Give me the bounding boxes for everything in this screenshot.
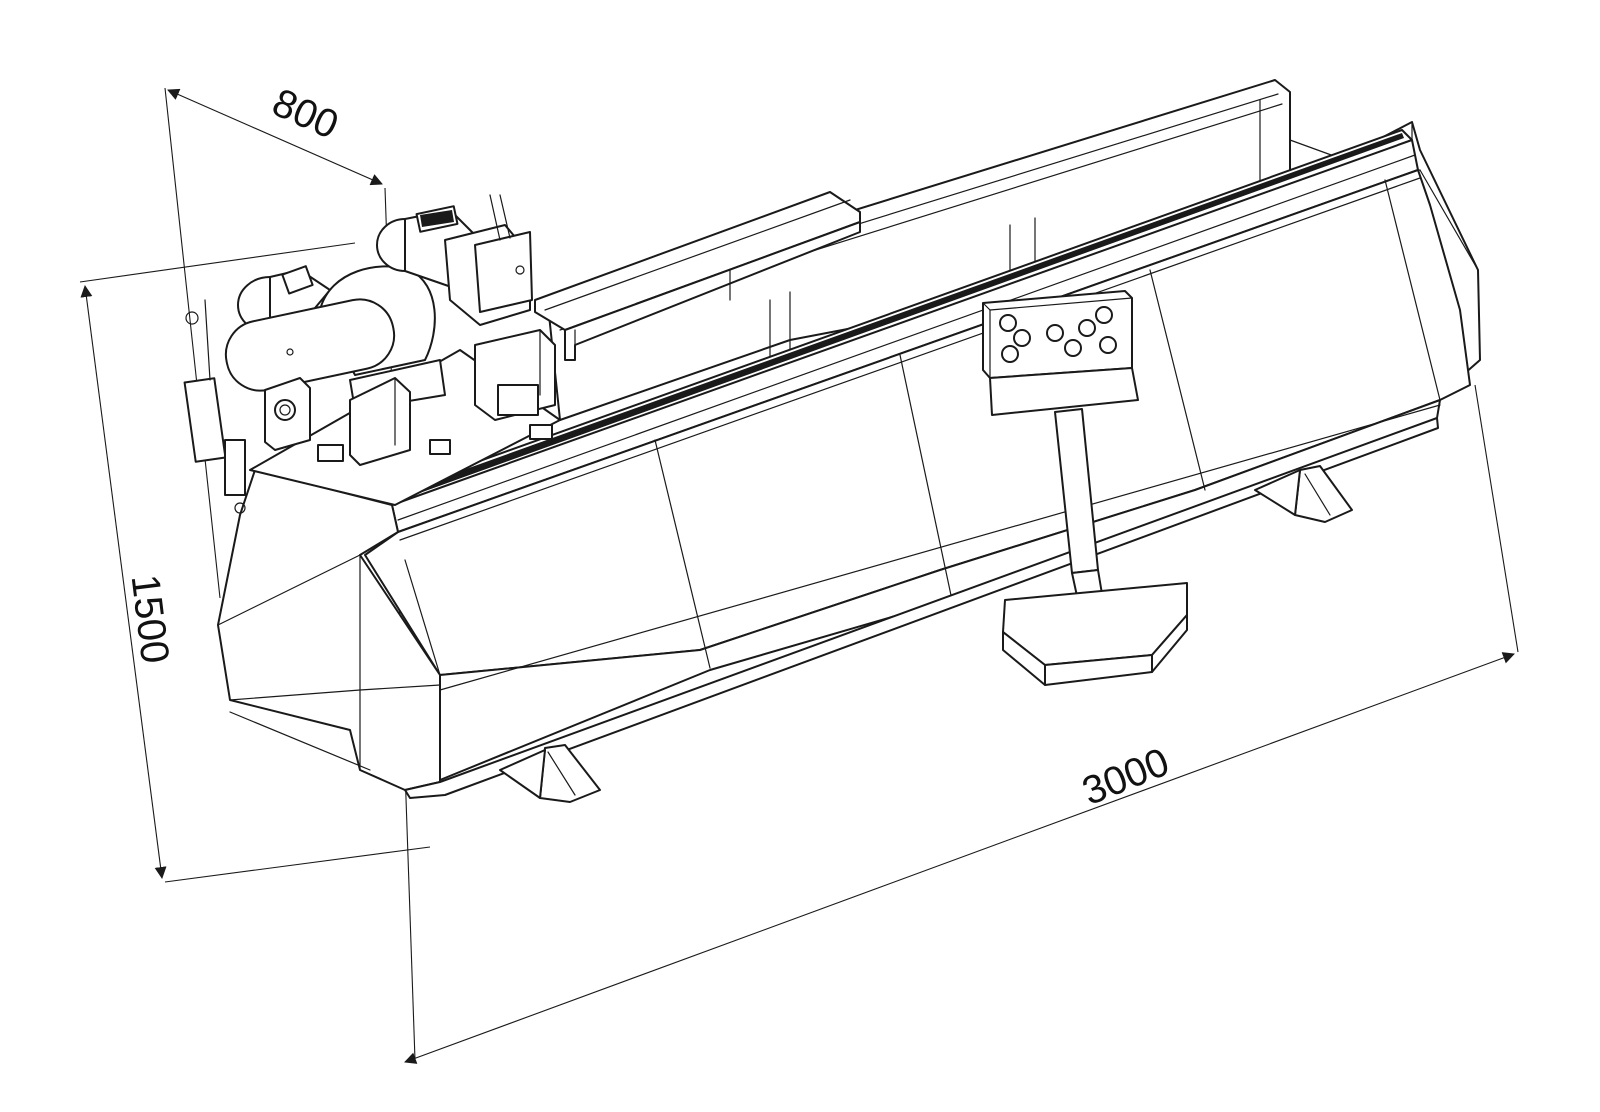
control-panel xyxy=(982,290,1188,686)
knob-icon xyxy=(1013,329,1031,347)
knob-icon xyxy=(1001,345,1019,363)
length-label: 3000 xyxy=(1076,740,1175,814)
control-knobs xyxy=(999,306,1117,363)
knob-icon xyxy=(999,314,1017,332)
knob-icon xyxy=(1099,336,1117,354)
height-label: 1500 xyxy=(123,572,178,666)
knob-icon xyxy=(1064,339,1082,357)
knob-icon xyxy=(1046,324,1064,342)
knob-icon xyxy=(1095,306,1113,324)
feet xyxy=(499,465,1353,803)
dimension-length: 3000 xyxy=(404,384,1519,1064)
knob-icon xyxy=(1078,319,1096,337)
dimension-height: 1500 xyxy=(79,242,431,883)
saw-head xyxy=(183,194,561,514)
machine-body xyxy=(217,79,1481,799)
